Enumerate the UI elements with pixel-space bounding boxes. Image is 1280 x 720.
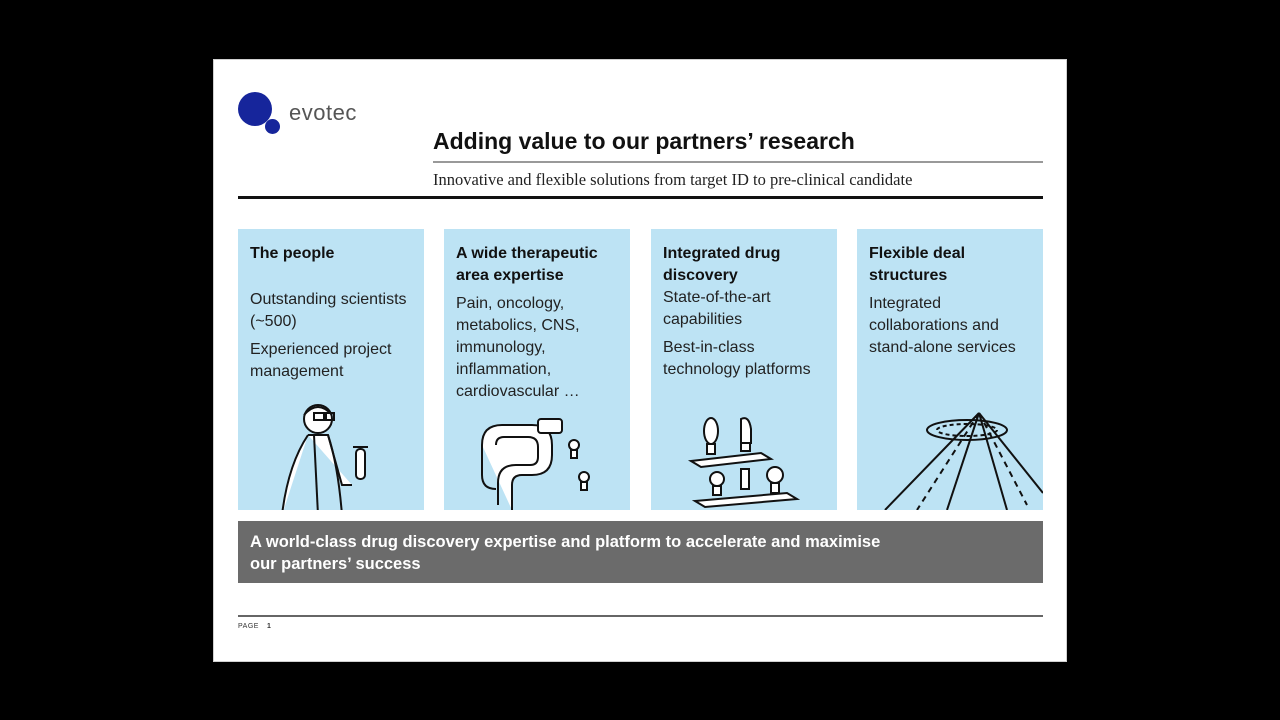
pipes-illustration <box>481 418 590 510</box>
panel-text: Outstanding scientists (~500) <box>250 291 407 330</box>
banner-text-line1: A world-class drug discovery expertise a… <box>250 533 881 551</box>
panel-heading: The people <box>250 245 335 262</box>
page-number: 1 <box>266 623 272 630</box>
banner-text-line2: our partners’ success <box>250 555 421 573</box>
roads-illustration <box>884 412 1043 510</box>
page-footer: PAGE 1 <box>238 623 271 630</box>
title-divider <box>433 161 1043 163</box>
panel-text: Experienced project management <box>250 341 392 380</box>
panel-heading: Integrated drug discovery <box>663 245 781 284</box>
panel-integrated: Integrated drug discovery State-of-the-a… <box>651 229 837 510</box>
slide: evotec Adding value to our partners’ res… <box>213 59 1067 662</box>
logo-dot-small <box>265 119 280 134</box>
panel-deal-structures: Flexible deal structures Integrated coll… <box>857 229 1043 510</box>
summary-banner: A world-class drug discovery expertise a… <box>238 521 1043 583</box>
footer-rule <box>238 615 1043 617</box>
panel-text: Pain, oncology, metabolics, CNS, immunol… <box>456 295 580 400</box>
panel-people: The people Outstanding scientists (~500)… <box>238 229 424 510</box>
panel-text: Best-in-class technology platforms <box>663 339 811 378</box>
panel-text: State-of-the-art capabilities <box>663 289 771 328</box>
scientist-illustration <box>281 404 368 510</box>
panel-heading: Flexible deal structures <box>869 245 966 284</box>
panel-heading: A wide therapeutic area expertise <box>456 245 598 284</box>
lightbulbs-illustration <box>687 417 801 509</box>
logo-wordmark: evotec <box>289 100 357 125</box>
header-rule <box>238 196 1043 199</box>
panel-text: Integrated collaborations and stand-alon… <box>869 295 1016 356</box>
page-label: PAGE <box>238 623 259 630</box>
panel-therapeutic: A wide therapeutic area expertise Pain, … <box>444 229 630 510</box>
slide-title: Adding value to our partners’ research <box>433 128 855 154</box>
slide-subtitle: Innovative and flexible solutions from t… <box>433 170 913 189</box>
evotec-logo: evotec <box>238 92 378 142</box>
